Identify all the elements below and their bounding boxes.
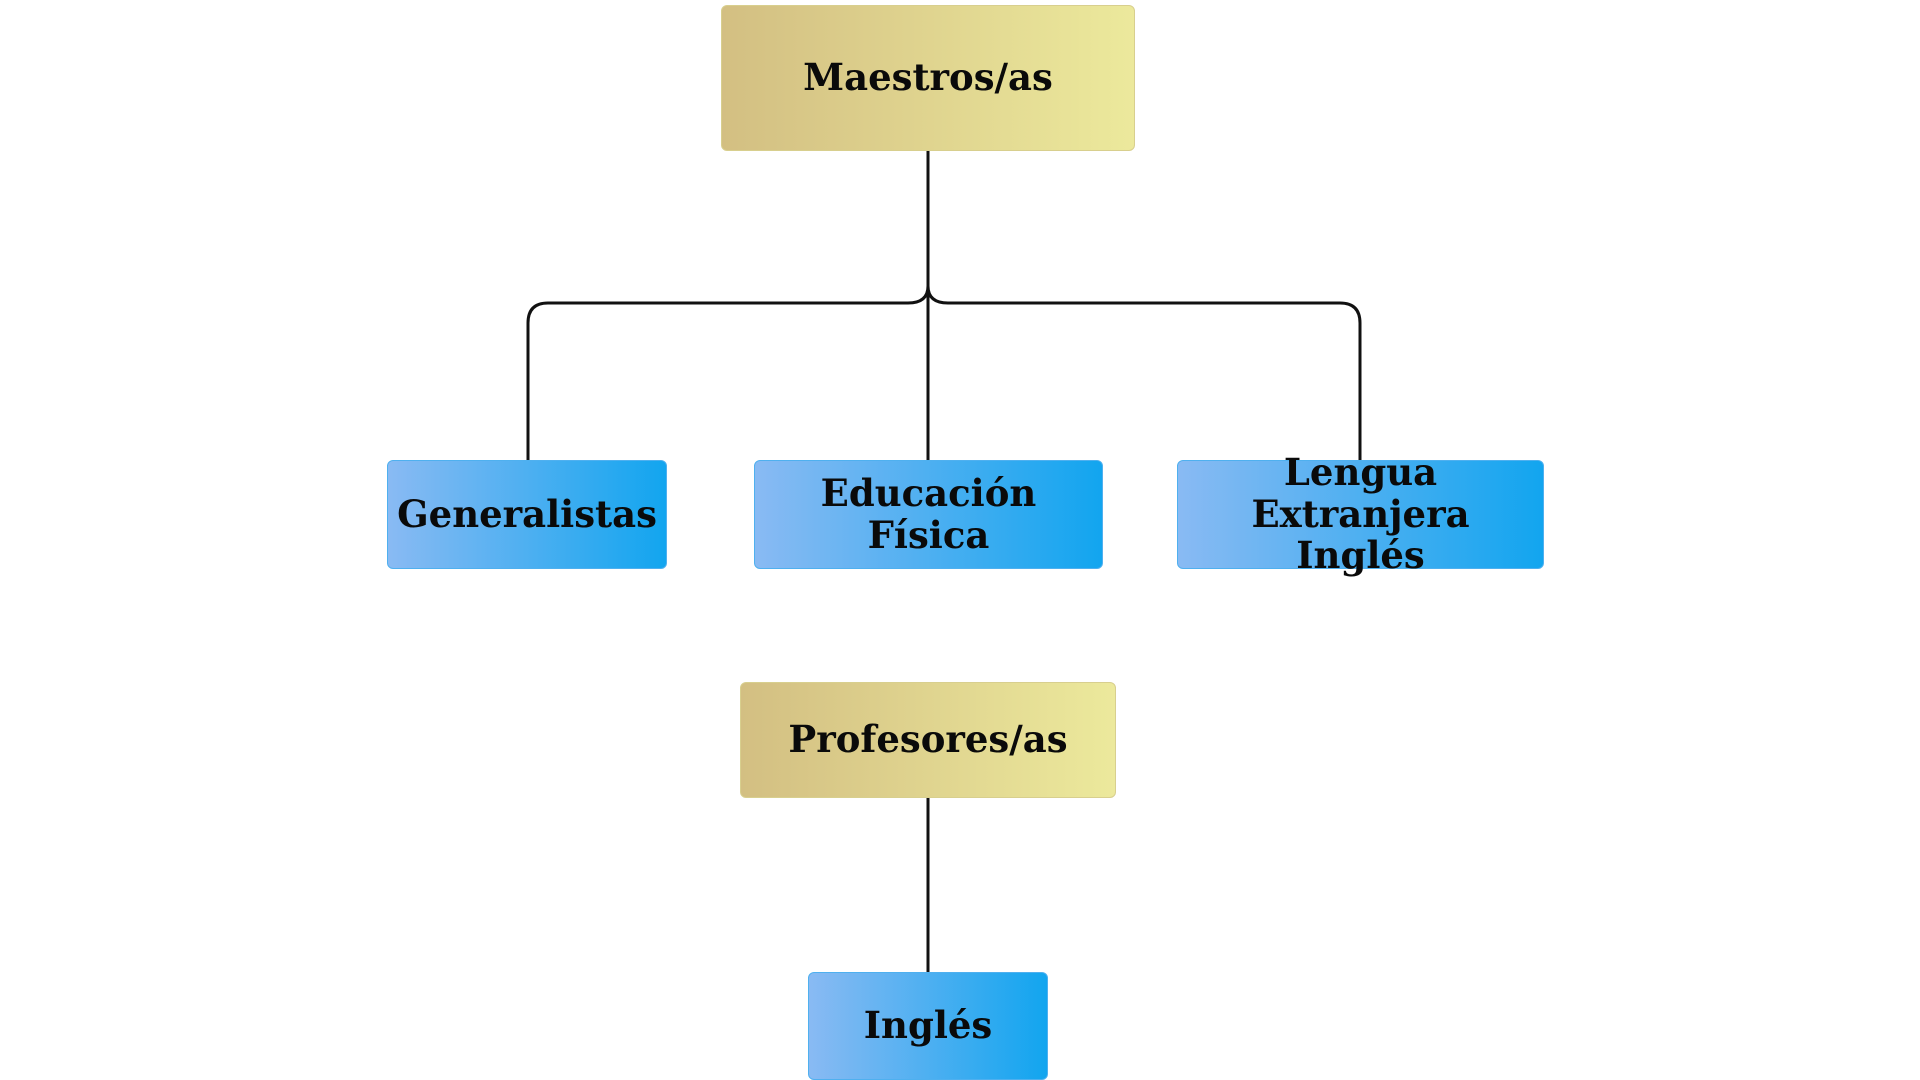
node-lengua-extranjera[interactable]: Lengua Extranjera Inglés (1177, 452, 1544, 576)
node-generalistas[interactable]: Generalistas (387, 460, 667, 569)
edge-maestros-generalistas (526, 149, 930, 462)
node-maestros[interactable]: Maestros/as (721, 5, 1135, 151)
node-generalistas-label: Generalistas (397, 491, 657, 536)
node-lengua-extranjera-label: Lengua Extranjera Inglés (1251, 450, 1470, 578)
node-profesores[interactable]: Profesores/as (740, 682, 1116, 798)
node-maestros-label: Maestros/as (803, 55, 1053, 100)
node-ingles-label: Inglés (863, 1003, 993, 1048)
node-ingles[interactable]: Inglés (808, 972, 1048, 1080)
node-educacion-fisica-label: Educación Física (820, 471, 1037, 557)
node-profesores-label: Profesores/as (788, 717, 1068, 762)
node-educacion-fisica[interactable]: Educación Física (754, 460, 1103, 569)
edge-maestros-lengua-extranjera (926, 149, 1362, 462)
